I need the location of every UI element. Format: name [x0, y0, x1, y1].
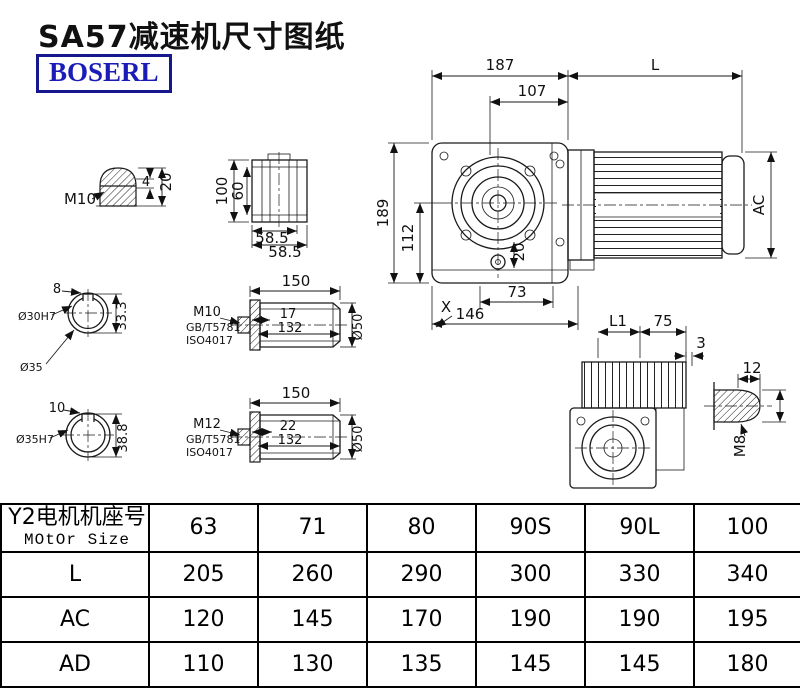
dim-20: 20	[510, 242, 528, 261]
table-cell: 63	[148, 503, 259, 553]
table-cell: 100	[693, 503, 800, 553]
shaft-end-detail: 12 M8	[704, 359, 786, 457]
table-cell: 180	[693, 640, 800, 688]
thread-M10-plug: M10	[64, 190, 96, 208]
dim-L: L	[651, 56, 660, 74]
dim-17: 17	[280, 307, 297, 322]
std-gb-t5781-shaft2: GB/T5781	[186, 433, 241, 446]
table-row-L: L 205 260 290 300 330 340	[0, 550, 800, 598]
side-view-dimensions: L1 75 3	[597, 312, 706, 366]
bore1-dimensions: 8 Ø30H7 33.3 Ø35	[18, 282, 130, 374]
technical-drawing: 187 L 107 189 112 20 73 146 X	[16, 56, 786, 489]
std-gb-t5781-shaft1: GB/T5781	[186, 321, 241, 334]
dim-33-3: 33.3	[115, 302, 130, 331]
shaft2-dimensions: 150 M12 GB/T5781 ISO4017 22 132 Ø50	[186, 384, 366, 460]
dim-key-width-8: 8	[53, 282, 61, 297]
table-cell: 90S	[475, 503, 586, 553]
output-shaft-detail-1	[230, 299, 350, 351]
dim-146: 146	[456, 305, 485, 323]
dim-L1: L1	[609, 312, 627, 330]
table-cell: 135	[366, 640, 477, 688]
row-label-L: L	[0, 550, 150, 598]
table-cell: 195	[693, 595, 800, 643]
main-view-dimensions: 187 L 107 189 112 20 73 146 X	[374, 56, 777, 330]
dim-12: 12	[742, 359, 761, 377]
brand-logo: BOSERL	[36, 54, 172, 93]
dim-107: 107	[518, 82, 547, 100]
row-label-AD: AD	[0, 640, 150, 688]
dim-dia-50-shaft2: Ø50	[351, 426, 366, 453]
dim-38-8: 38.8	[116, 424, 131, 453]
dim-150-shaft1: 150	[282, 272, 311, 290]
motor-size-label: Y2电机机座号 MOtOr Size	[0, 503, 150, 553]
dim-150-shaft2: 150	[282, 384, 311, 402]
table-cell: 260	[257, 550, 368, 598]
thread-M12-shaft2: M12	[193, 417, 221, 432]
hollow-shaft-bore-detail-1	[64, 289, 112, 337]
thread-M8: M8	[731, 435, 749, 458]
table-row-AC: AC 120 145 170 190 190 195	[0, 595, 800, 643]
table-cell: 205	[148, 550, 259, 598]
dim-4: 4	[142, 175, 150, 190]
row-label-AC: AC	[0, 595, 150, 643]
std-iso4017-shaft1: ISO4017	[186, 334, 233, 347]
main-assembly-view	[431, 142, 752, 284]
shaft1-dimensions: 150 M10 GB/T5781 ISO4017 17 132 Ø50	[186, 272, 366, 348]
table-cell: 71	[257, 503, 368, 553]
dim-187: 187	[486, 56, 515, 74]
dim-189: 189	[374, 199, 392, 228]
hollow-shaft-bore-detail-2	[62, 409, 114, 461]
dim-112: 112	[399, 224, 417, 253]
std-iso4017-shaft2: ISO4017	[186, 446, 233, 459]
table-cell: 330	[584, 550, 695, 598]
bore2-dimensions: 10 Ø35H7 38.8	[16, 401, 131, 458]
table-cell: 145	[584, 640, 695, 688]
label-od-35: Ø35	[20, 361, 43, 374]
dim-key-width-10: 10	[49, 401, 66, 416]
table-cell: 145	[475, 640, 586, 688]
dim-58-5-b: 58.5	[268, 243, 301, 261]
label-bore-35H7: Ø35H7	[16, 433, 54, 446]
motor-size-label-cn: Y2电机机座号	[8, 505, 146, 530]
dim-20-plug: 20	[157, 172, 175, 191]
table-cell: 110	[148, 640, 259, 688]
side-view	[569, 361, 687, 489]
motor-size-label-en: MOtOr Size	[23, 531, 130, 550]
table-cell: 130	[257, 640, 368, 688]
table-cell: 190	[475, 595, 586, 643]
dim-75: 75	[653, 312, 672, 330]
table-cell: 300	[475, 550, 586, 598]
dim-100: 100	[213, 177, 231, 206]
dim-3: 3	[696, 334, 706, 352]
table-cell: 145	[257, 595, 368, 643]
table-cell: 90L	[584, 503, 695, 553]
table-cell: 120	[148, 595, 259, 643]
dim-AC: AC	[750, 195, 768, 215]
dim-73: 73	[507, 283, 526, 301]
thread-M10-shaft1: M10	[193, 305, 221, 320]
dim-22: 22	[280, 419, 297, 434]
table-row-AD: AD 110 130 135 145 145 180	[0, 640, 800, 688]
page-title: SA57减速机尺寸图纸	[38, 20, 346, 55]
view-direction-label: X	[441, 298, 451, 316]
hub-top-dimensions: 100 60 58.5 58.5	[213, 159, 308, 261]
table-row-motor-size: Y2电机机座号 MOtOr Size 63 71 80 90S 90L 100	[0, 503, 800, 553]
table-cell: 170	[366, 595, 477, 643]
dim-dia-50-shaft1: Ø50	[351, 314, 366, 341]
output-shaft-detail-2	[230, 411, 350, 463]
table-cell: 290	[366, 550, 477, 598]
dim-60: 60	[229, 181, 247, 200]
dimension-table: Y2电机机座号 MOtOr Size 63 71 80 90S 90L 100 …	[0, 503, 800, 688]
table-cell: 80	[366, 503, 477, 553]
hub-top-view	[251, 152, 308, 228]
table-cell: 190	[584, 595, 695, 643]
table-cell: 340	[693, 550, 800, 598]
label-bore-30H7: Ø30H7	[18, 310, 56, 323]
breather-plug-detail: M10 4 20	[64, 167, 175, 208]
